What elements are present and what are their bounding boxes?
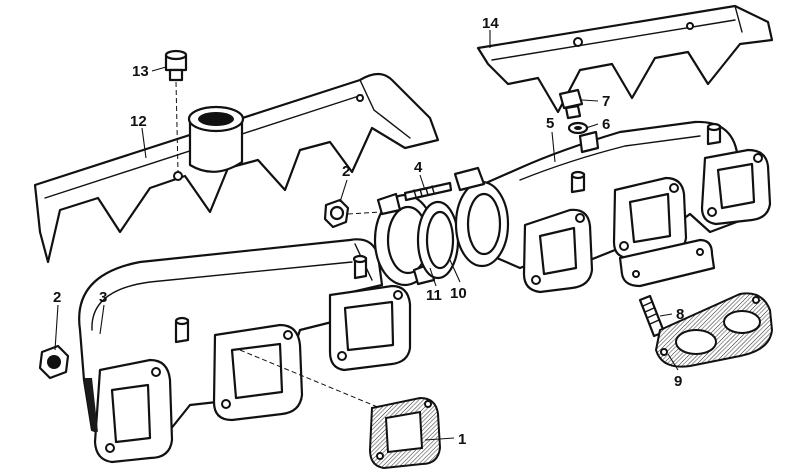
exhaust-manifold-front — [78, 238, 412, 464]
callout-9: 9 — [674, 373, 682, 390]
callout-labels: 1 2 2 3 4 5 6 7 8 9 10 11 12 13 14 — [53, 15, 684, 448]
callout-8: 8 — [676, 306, 684, 323]
bolt-13 — [164, 49, 188, 173]
callout-11: 11 — [426, 287, 442, 304]
stud-bolt-4 — [403, 181, 453, 202]
callout-1: 1 — [458, 431, 466, 448]
nut-left — [38, 344, 70, 380]
gasket-1 — [239, 349, 442, 470]
callout-12: 12 — [130, 113, 147, 130]
gasket-9 — [654, 292, 774, 368]
callout-3: 3 — [99, 289, 107, 306]
leader-lines — [54, 30, 679, 441]
callout-2-middle: 2 — [342, 163, 350, 180]
nut-middle — [323, 198, 381, 229]
callout-5: 5 — [546, 115, 554, 132]
heat-shield-rear — [476, 4, 774, 114]
callout-6: 6 — [602, 116, 610, 133]
heat-shield-front — [33, 72, 440, 264]
flange-clamp — [373, 192, 460, 287]
callout-10: 10 — [450, 285, 467, 302]
callout-14: 14 — [482, 15, 499, 32]
washer-6 — [567, 121, 589, 135]
callout-2-left: 2 — [53, 289, 61, 306]
callout-4: 4 — [414, 159, 423, 176]
callout-13: 13 — [132, 63, 149, 80]
exhaust-manifold-rear — [453, 120, 772, 294]
callout-7: 7 — [602, 93, 610, 110]
bolt-7 — [558, 88, 584, 120]
